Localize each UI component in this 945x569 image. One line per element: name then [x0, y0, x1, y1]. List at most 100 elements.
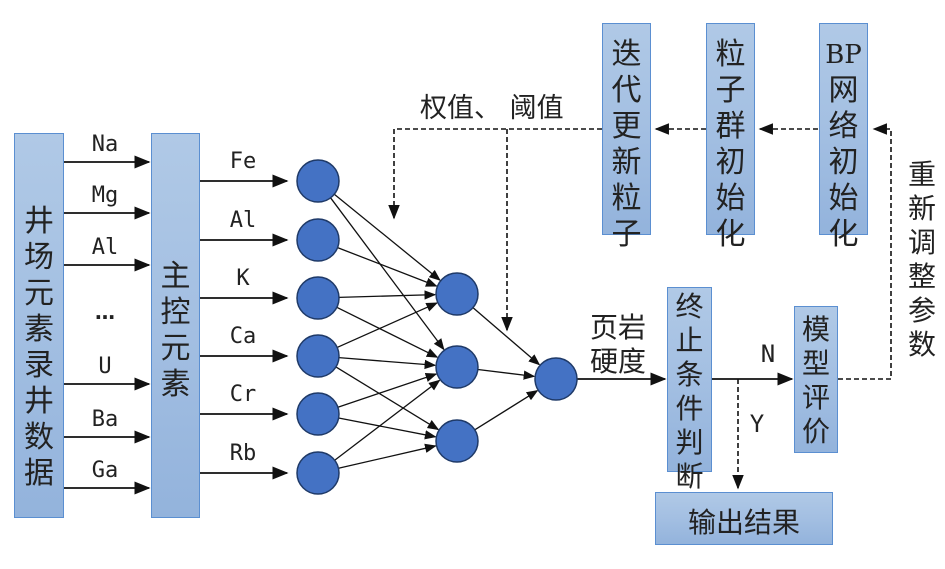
- vertical-char: 型: [801, 347, 830, 380]
- vertical-char: 元: [24, 276, 54, 311]
- output-neuron: [534, 357, 578, 401]
- nn-edge-hidden-to-output: [474, 390, 539, 431]
- vertical-char: 迭: [611, 37, 642, 72]
- bp-label: BP: [825, 40, 862, 70]
- vertical-char: 调: [907, 226, 936, 259]
- termination-condition-block[interactable]: 终止条件判断: [667, 287, 712, 493]
- nn-edge-input-to-hidden: [336, 306, 439, 358]
- input-element-label: U: [98, 354, 112, 379]
- vertical-char: 价: [801, 415, 830, 448]
- vertical-char: 止: [675, 324, 704, 357]
- branch-yes-label: Y: [749, 410, 765, 438]
- nn-edge-input-to-hidden: [338, 443, 437, 469]
- vertical-char: 素: [24, 312, 54, 347]
- hidden-neuron: [435, 345, 479, 389]
- vertical-char: 新: [611, 145, 642, 180]
- bp-network-init-label: BP 网络初始化: [820, 37, 867, 253]
- particle-swarm-init-block[interactable]: 粒子群初始化: [706, 23, 755, 252]
- input-neuron: [296, 159, 340, 203]
- readjust-parameters-label: 重新调整参数: [902, 158, 942, 362]
- nn-edge-input-to-hidden: [334, 379, 441, 461]
- input-element-label: Al: [91, 235, 119, 260]
- vertical-char: 粒: [611, 181, 642, 216]
- vertical-char: 重: [907, 158, 936, 191]
- vertical-char: 井: [24, 384, 54, 419]
- input-element-label: Mg: [91, 183, 119, 208]
- iterate-update-particles-label: 迭代更新粒子: [603, 37, 650, 253]
- input-neuron: [296, 218, 340, 262]
- main-element-label: Ca: [229, 324, 257, 349]
- nn-edge-hidden-to-output: [472, 307, 541, 366]
- vertical-char: 参: [907, 294, 936, 327]
- vertical-char: 网: [828, 73, 859, 108]
- branch-no-label: N: [760, 340, 776, 368]
- vertical-char: 素: [160, 367, 191, 402]
- vertical-char: 数: [907, 328, 936, 361]
- nn-edge-input-to-hidden: [333, 193, 441, 281]
- main-control-elements-label: 主控元素: [152, 259, 199, 403]
- vertical-char: 子: [611, 217, 642, 252]
- vertical-char: 更: [611, 109, 642, 144]
- vertical-char: 始: [715, 181, 746, 216]
- hidden-neuron: [435, 272, 479, 316]
- iterate-update-particles-block[interactable]: 迭代更新粒子: [602, 23, 651, 252]
- hidden-neuron: [435, 419, 479, 463]
- vertical-char: 粒: [715, 37, 746, 72]
- nn-edge-input-to-hidden: [335, 366, 440, 431]
- nn-edge-input-to-hidden: [338, 290, 437, 300]
- termination-condition-label: 终止条件判断: [668, 290, 711, 494]
- vertical-char: 评: [801, 381, 830, 414]
- vertical-char: 场: [24, 240, 54, 275]
- input-element-label: …: [95, 300, 115, 324]
- well-element-logging-data-block: 井场元素录井数据: [14, 133, 64, 518]
- input-neuron: [296, 276, 340, 320]
- well-element-logging-data-label: 井场元素录井数据: [15, 204, 63, 492]
- output-result-block[interactable]: 输出结果: [655, 492, 833, 545]
- vertical-char: 终: [675, 290, 704, 323]
- dashed-line-evaluation-feedback: [838, 123, 892, 380]
- input-element-label: Na: [91, 132, 119, 157]
- input-neuron: [296, 334, 340, 378]
- nn-edge-input-to-hidden: [330, 197, 445, 351]
- shale-hardness-label-line2: 硬度: [590, 345, 647, 378]
- vertical-char: 条: [675, 358, 704, 391]
- vertical-char: 群: [715, 109, 746, 144]
- nn-edge-input-to-hidden: [336, 302, 438, 349]
- main-element-label: Al: [229, 208, 257, 233]
- input-neuron: [296, 392, 340, 436]
- vertical-char: 化: [715, 217, 746, 252]
- weights-thresholds-label: 权值、 阈值: [420, 93, 564, 124]
- vertical-char: 初: [715, 145, 746, 180]
- nn-edge-input-to-hidden: [338, 417, 437, 440]
- vertical-char: 络: [828, 109, 859, 144]
- vertical-char: 件: [675, 392, 704, 425]
- model-evaluation-block[interactable]: 模型评价: [794, 306, 838, 453]
- vertical-char: 模: [801, 313, 830, 346]
- nn-edge-input-to-hidden: [337, 372, 438, 408]
- output-result-label: 输出结果: [687, 506, 800, 539]
- nn-edge-hidden-to-output: [477, 368, 536, 380]
- vertical-char: 控: [160, 295, 191, 330]
- shale-hardness-label-line1: 页岩: [590, 311, 647, 344]
- nn-edge-input-to-hidden: [337, 246, 438, 287]
- input-element-label: Ga: [91, 458, 119, 483]
- vertical-char: 代: [611, 73, 642, 108]
- vertical-char: 井: [24, 204, 54, 239]
- vertical-char: 子: [715, 73, 746, 108]
- input-neuron: [296, 451, 340, 495]
- vertical-char: 主: [160, 259, 191, 294]
- vertical-char: 始: [828, 181, 859, 216]
- vertical-char: 初: [828, 145, 859, 180]
- vertical-char: 元: [160, 331, 191, 366]
- main-element-label: Rb: [229, 441, 257, 466]
- vertical-char: 数: [24, 420, 54, 455]
- vertical-char: 判: [675, 426, 704, 459]
- bp-network-init-block[interactable]: BP 网络初始化: [819, 23, 868, 252]
- vertical-char: 录: [24, 348, 54, 383]
- vertical-char: 整: [907, 260, 936, 293]
- main-control-elements-block: 主控元素: [151, 133, 200, 518]
- vertical-char: 断: [675, 460, 704, 493]
- main-element-label: Fe: [229, 149, 257, 174]
- main-element-label: K: [236, 266, 250, 291]
